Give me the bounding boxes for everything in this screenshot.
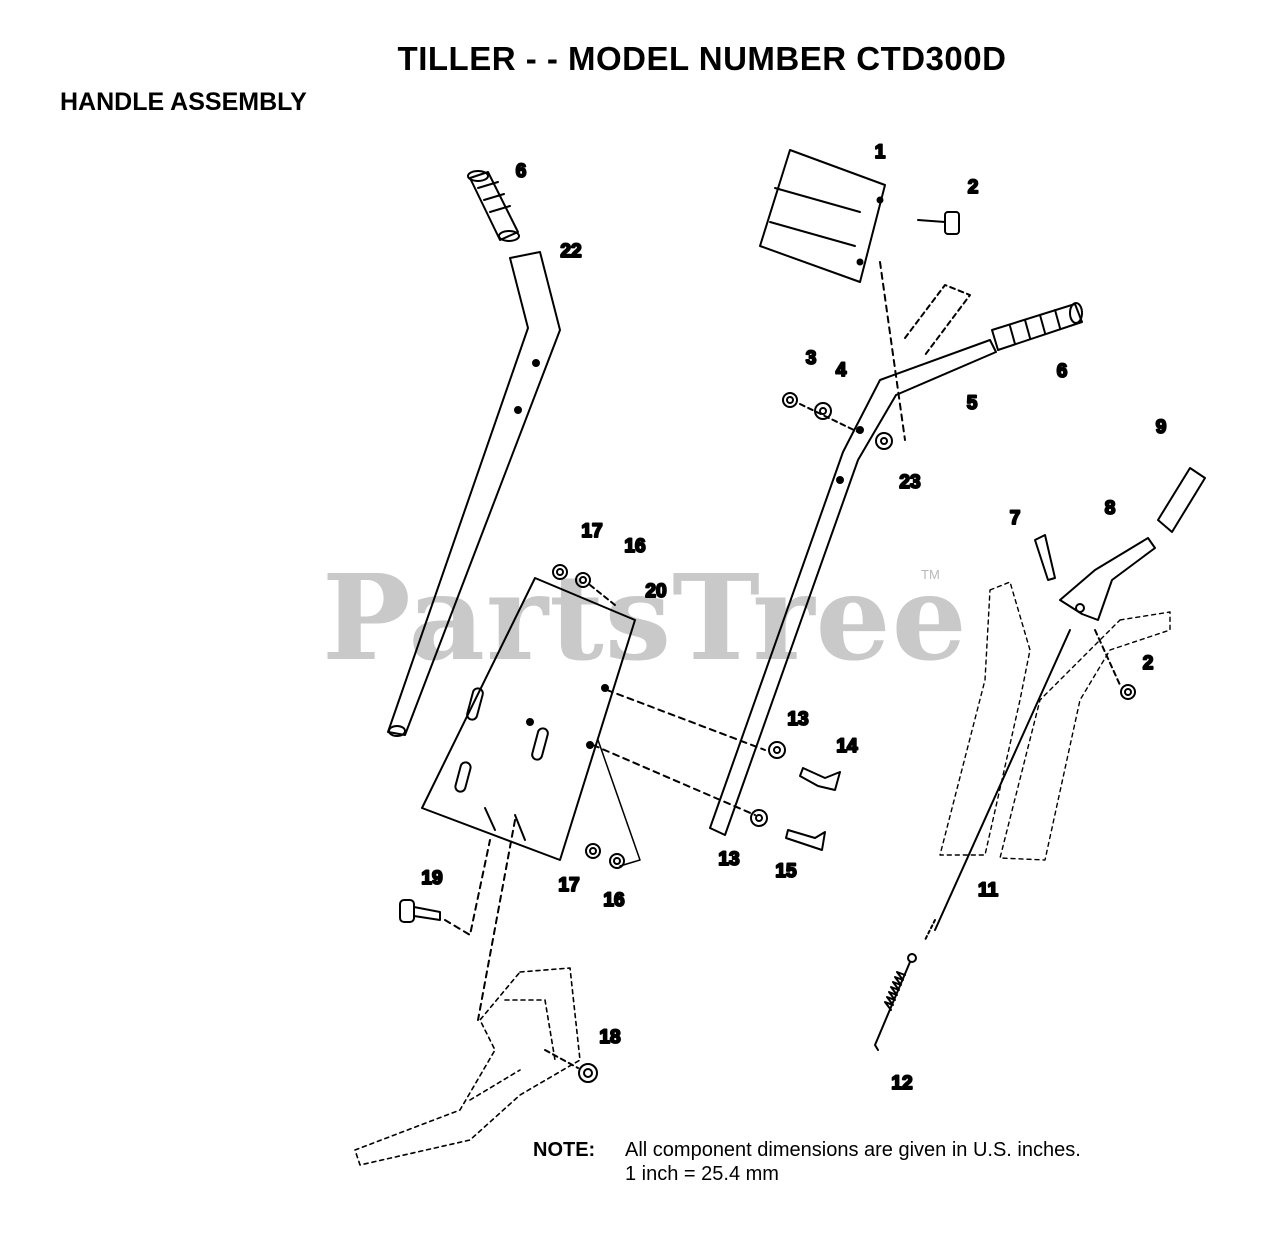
- bolt-part-14[interactable]: [799, 767, 841, 791]
- watermark: PartsTree: [322, 548, 968, 687]
- callout-14: 14: [836, 736, 858, 757]
- washer-part-23[interactable]: [875, 432, 893, 450]
- page-title: TILLER - - MODEL NUMBER CTD300D: [397, 40, 1007, 77]
- washer-part-13-lower[interactable]: [750, 809, 768, 827]
- bolt-part-7[interactable]: [1034, 534, 1056, 581]
- callout-7: 7: [1010, 508, 1021, 529]
- grip-part-6-right[interactable]: [991, 302, 1083, 351]
- panel-part-20[interactable]: [421, 577, 636, 861]
- callout-9: 9: [1156, 417, 1167, 438]
- callout-3: 3: [806, 348, 817, 369]
- nut-part-18[interactable]: [578, 1063, 598, 1083]
- callout-5: 5: [967, 393, 978, 414]
- rod-part-11[interactable]: [924, 629, 1071, 941]
- callout-12: 12: [891, 1073, 912, 1094]
- nut-part-17-bottom[interactable]: [585, 843, 601, 859]
- callout-16-bottom: 16: [603, 890, 624, 911]
- watermark-trademark: TM: [921, 567, 940, 582]
- note-text: All component dimensions are given in U.…: [625, 1139, 1081, 1161]
- frame-bracket[interactable]: [354, 967, 581, 1166]
- callout-6-left: 6: [516, 161, 527, 182]
- washer-part-16-bottom[interactable]: [609, 853, 625, 869]
- callout-1: 1: [875, 142, 886, 163]
- callout-17-top: 17: [581, 521, 602, 542]
- callout-11: 11: [978, 880, 999, 901]
- bolt-part-19[interactable]: [399, 899, 441, 923]
- bolt-part-2-top[interactable]: [917, 211, 960, 235]
- callout-13-lower: 13: [718, 849, 739, 870]
- note-label: NOTE:: [533, 1139, 596, 1161]
- callout-22: 22: [560, 241, 581, 262]
- callout-2-right: 2: [1143, 653, 1154, 674]
- callout-15: 15: [775, 861, 797, 882]
- nut-part-17-top[interactable]: [552, 564, 568, 580]
- callout-6-right: 6: [1057, 361, 1068, 382]
- washer-part-13-upper[interactable]: [768, 741, 786, 759]
- callout-23: 23: [899, 472, 920, 493]
- washer-part-16-top[interactable]: [575, 572, 591, 588]
- callout-8: 8: [1105, 498, 1116, 519]
- callout-13-upper: 13: [787, 709, 808, 730]
- callout-2-top: 2: [968, 177, 979, 198]
- bolt-part-15[interactable]: [785, 829, 826, 851]
- reference-handle-outline: [939, 581, 1171, 861]
- left-handle-part-22[interactable]: [387, 251, 561, 737]
- leader-line: [879, 261, 906, 441]
- grip-part-9[interactable]: [1157, 467, 1206, 533]
- callout-19: 19: [421, 868, 442, 889]
- nut-part-2-right[interactable]: [1120, 684, 1136, 700]
- note-conversion: 1 inch = 25.4 mm: [625, 1163, 779, 1185]
- callout-4: 4: [836, 360, 847, 381]
- section-title: HANDLE ASSEMBLY: [60, 88, 307, 116]
- callout-16-top: 16: [624, 536, 645, 557]
- panel-part-1[interactable]: [759, 149, 886, 283]
- callout-18: 18: [599, 1027, 620, 1048]
- washer-part-4[interactable]: [814, 402, 832, 420]
- grip-part-6-left[interactable]: [467, 170, 520, 242]
- lever-part-8[interactable]: [1059, 537, 1156, 621]
- callout-20: 20: [645, 581, 666, 602]
- upper-handle-part-5[interactable]: [709, 284, 997, 836]
- callout-17-bottom: 17: [558, 875, 579, 896]
- spring-part-12[interactable]: [874, 953, 917, 1051]
- nut-part-3[interactable]: [782, 392, 798, 408]
